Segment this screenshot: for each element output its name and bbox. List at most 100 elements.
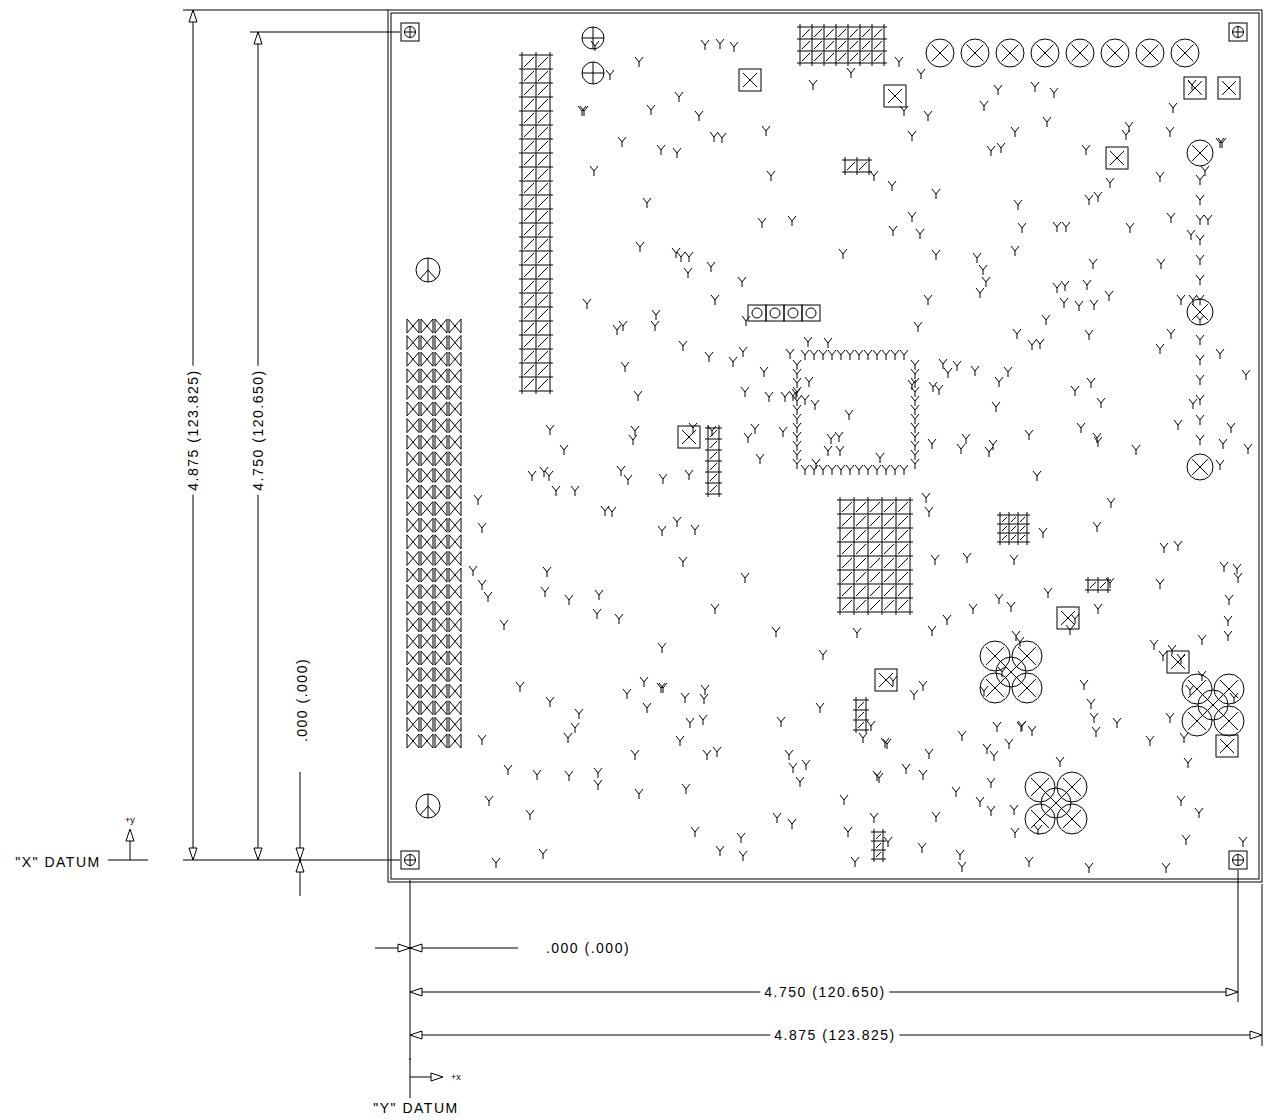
via-mark — [679, 341, 687, 351]
via-mark — [958, 862, 966, 872]
header-slash — [856, 516, 866, 526]
header-grid — [519, 167, 553, 168]
header-slash — [898, 516, 908, 526]
header-slash — [802, 53, 810, 61]
header-grid — [824, 24, 825, 66]
via-mark — [492, 858, 500, 868]
connector-pin — [449, 634, 461, 648]
via-mark — [546, 425, 554, 435]
header-slash — [884, 502, 894, 512]
via-mark — [987, 146, 995, 156]
via-mark — [1180, 733, 1188, 743]
via-mark — [631, 426, 639, 436]
via-mark — [925, 507, 933, 517]
via-mark — [793, 441, 801, 451]
box-cross — [1061, 611, 1075, 625]
header-slash — [884, 558, 894, 568]
connector-pin — [407, 485, 419, 499]
via-mark — [1028, 726, 1036, 736]
tp-cross — [986, 679, 1004, 697]
tp-cross — [967, 45, 984, 62]
standoff-symbol — [416, 794, 440, 818]
connector-pin — [435, 518, 447, 532]
connector-pin — [449, 419, 461, 433]
via-mark — [675, 92, 683, 102]
hole-pad — [401, 851, 419, 869]
hole — [1233, 855, 1244, 866]
header-slash — [874, 29, 882, 37]
tp-cross — [1063, 778, 1081, 796]
standoff-line — [428, 806, 436, 815]
connector-pin — [435, 551, 447, 565]
via-mark — [707, 262, 715, 272]
via-mark — [793, 450, 801, 460]
fiducial-box — [884, 85, 906, 107]
connector-pin — [435, 435, 447, 449]
via-mark — [673, 517, 681, 527]
header-slash — [870, 516, 880, 526]
connector-pin — [435, 618, 447, 632]
tp-cross — [1047, 794, 1065, 812]
header-slash — [538, 197, 548, 207]
via-mark — [793, 378, 801, 388]
header-slash — [524, 113, 534, 123]
board-edge — [388, 10, 1262, 882]
via-mark — [1167, 329, 1175, 339]
tp-circle — [1041, 788, 1071, 818]
connector-pin — [421, 618, 433, 632]
box-cross — [1188, 81, 1202, 95]
via-mark — [1061, 281, 1069, 291]
via-mark — [659, 474, 667, 484]
header-slash — [870, 586, 880, 596]
connector-pin — [435, 684, 447, 698]
via-mark — [1167, 213, 1175, 223]
header-slash — [538, 155, 548, 165]
header-grid — [519, 349, 553, 350]
tp-circle — [996, 657, 1026, 687]
header-slash — [524, 141, 534, 151]
connector-pin — [407, 402, 419, 416]
header-slash — [1002, 535, 1007, 540]
via-mark — [1106, 578, 1114, 588]
connector-pin — [449, 435, 461, 449]
via-mark — [810, 465, 818, 475]
tp-cross — [986, 679, 1004, 697]
via-mark — [990, 751, 998, 761]
connector-pin — [435, 352, 447, 366]
header-slash — [538, 57, 548, 67]
via-mark — [786, 349, 794, 359]
tp-cross — [1031, 778, 1049, 796]
via-mark — [478, 580, 486, 590]
via-mark — [1031, 82, 1039, 92]
header-grid — [853, 720, 869, 721]
connector-pin — [407, 684, 419, 698]
via-mark — [993, 722, 1001, 732]
tp-cross — [1063, 810, 1081, 828]
tp-cross — [1142, 45, 1159, 62]
via-mark — [835, 432, 843, 442]
connector-pin — [421, 336, 433, 350]
via-mark — [819, 350, 827, 360]
header-grid — [797, 51, 887, 52]
via-mark — [1085, 330, 1093, 340]
header-slash — [1020, 535, 1025, 540]
connector-pin — [407, 551, 419, 565]
via-mark — [847, 68, 855, 78]
via-mark — [888, 181, 896, 191]
via-mark — [539, 849, 547, 859]
connector-pin — [407, 369, 419, 383]
via-mark — [541, 587, 549, 597]
via-mark — [889, 676, 897, 686]
test-point — [1136, 39, 1164, 67]
via-mark — [1174, 541, 1182, 551]
via-mark — [851, 857, 859, 867]
connector-pin — [449, 585, 461, 599]
header-slash — [524, 239, 534, 249]
via-mark — [873, 465, 881, 475]
via-mark — [1166, 127, 1174, 137]
standoff-symbol — [416, 258, 440, 282]
via-mark — [1056, 757, 1064, 767]
header-grid — [837, 556, 913, 557]
connector-pin — [407, 535, 419, 549]
header-slash — [838, 41, 846, 49]
